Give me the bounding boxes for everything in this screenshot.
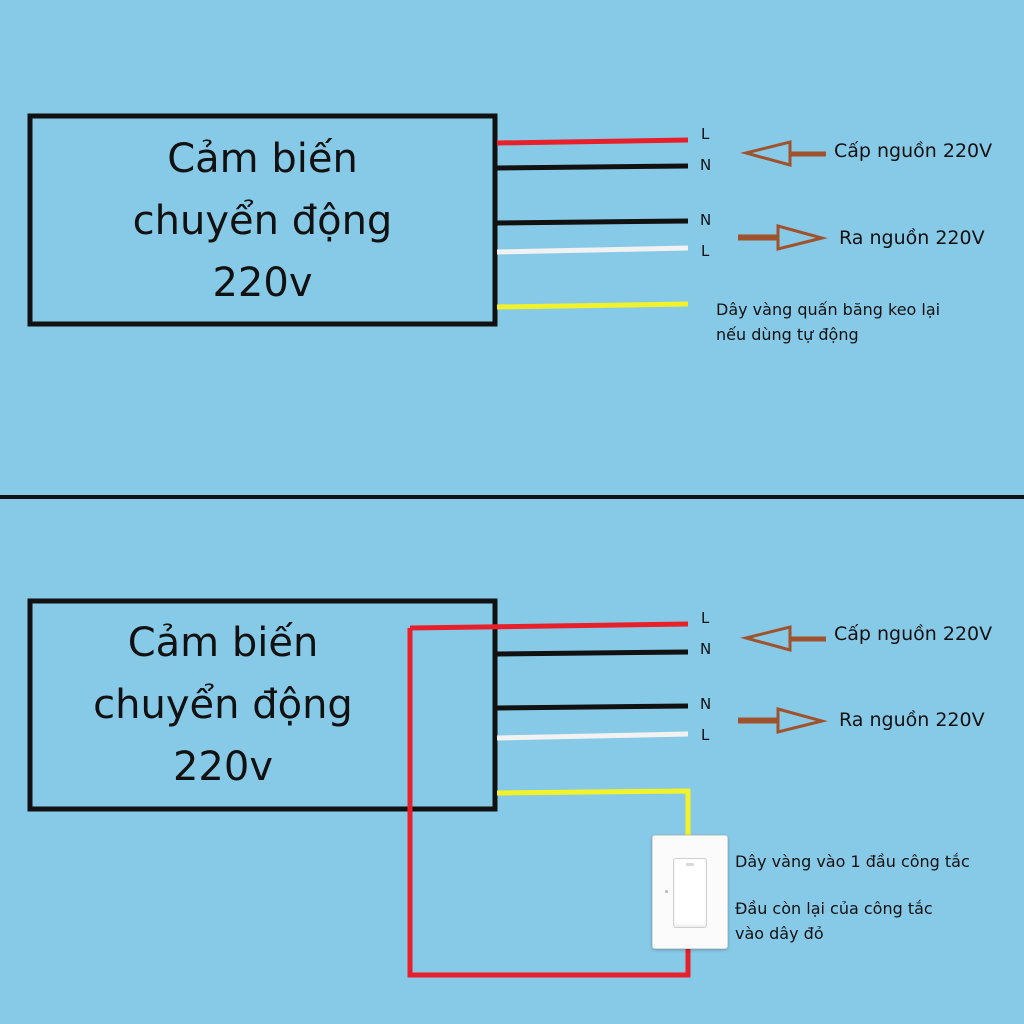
wire-red-loop-to-switch [407,628,691,978]
input-power-label: Cấp nguồn 220V [834,623,993,645]
terminal-label: L [701,125,710,143]
wire-black-n-top [496,163,689,171]
sensor-title-line: chuyển động [93,682,353,728]
arrow-in-icon-bottom [740,625,826,652]
wire-white-l-out-top [496,245,689,255]
sensor-box-bottom [27,598,498,812]
terminal-label: N [700,156,712,174]
terminal-label: L [701,242,710,260]
switch-note-2: Đầu còn lại của công tắc vào dây đỏ [735,896,933,946]
sensor-title-top: Cảm biến chuyển động 220v [33,128,492,314]
switch-rocker-icon[interactable] [673,858,707,928]
switch-note-1: Dây vàng vào 1 đầu công tắc [735,852,970,871]
terminal-label: N [700,695,712,713]
wall-switch[interactable] [652,835,728,949]
wire-black-n-bottom [496,649,689,657]
wire-black-n-out-bottom [496,703,689,711]
input-power-label: Cấp nguồn 220V [834,140,993,162]
sensor-title-line: 220v [212,260,313,306]
terminal-label: L [701,726,710,744]
switch-indicator-icon [665,890,668,893]
note-line: Đầu còn lại của công tắc [735,899,933,918]
terminal-label: N [700,640,712,658]
sensor-title-bottom: Cảm biến chuyển động 220v [33,612,413,798]
note-line: vào dây đỏ [735,924,824,943]
sensor-title-line: Cảm biến [167,136,358,182]
note-line: nếu dùng tự động [716,325,859,344]
note-line: Dây vàng quấn băng keo lại [716,300,941,319]
yellow-wire-note: Dây vàng quấn băng keo lại nếu dùng tự đ… [716,297,940,347]
wire-yellow-top [496,301,689,310]
wire-yellow-to-switch [496,788,691,836]
wire-red-l-top [496,137,689,146]
arrow-out-icon-top [738,224,828,251]
sensor-title-line: chuyển động [132,198,393,244]
wire-red-l-bottom [409,621,689,631]
sensor-box-top [27,113,498,327]
sensor-title-line: Cảm biến [127,620,319,666]
wire-white-l-out-bottom [496,731,689,741]
terminal-label: N [700,211,712,229]
wire-black-n-out-top [496,218,689,226]
terminal-label: L [701,609,710,627]
sensor-title-line: 220v [172,744,274,790]
output-power-label: Ra nguồn 220V [839,227,985,249]
arrow-in-icon-top [740,140,826,167]
output-power-label: Ra nguồn 220V [839,709,985,731]
arrow-out-icon-bottom [738,707,828,734]
